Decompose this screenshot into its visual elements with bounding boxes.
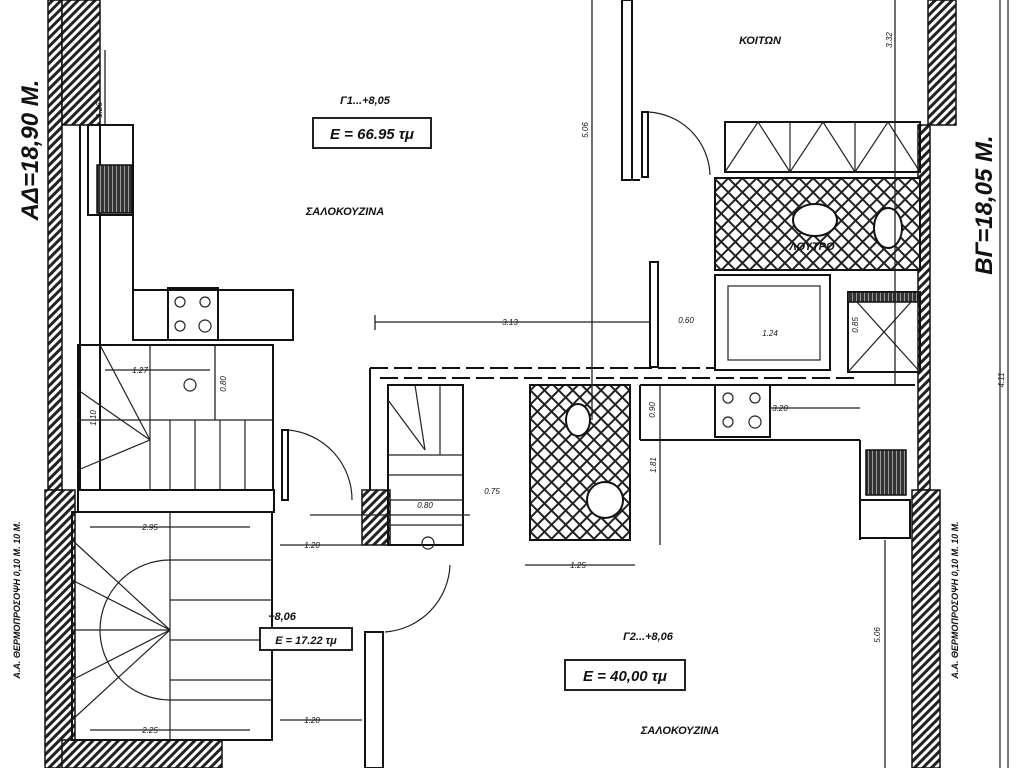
sink-icon <box>586 481 624 519</box>
side-length-right: ΒΓ=18,05 Μ. <box>971 135 998 274</box>
dimension-label: 2.25 <box>141 726 158 735</box>
dimension-label: 3.20 <box>772 404 788 413</box>
door-icon <box>384 564 451 633</box>
dimension-labels: 3.13 5.06 3.32 0.60 1.24 0.85 0.90 0.75 1.25 1.81… <box>89 32 1006 735</box>
toilet-icon <box>873 207 903 249</box>
fridge-icon <box>96 164 133 214</box>
hob-icon <box>167 287 219 341</box>
dimension-label: 0.85 <box>851 317 860 333</box>
room-name: ΣΑΛΟΚΟΥΖΙΝΑ <box>640 725 719 737</box>
dimension-label: 1.20 <box>304 716 320 725</box>
facade-note-right: Α.Α. ΘΕΡΜΟΠΡΟΣΟΨΗ 0,10 Μ. 10 Μ. <box>950 521 960 679</box>
dimension-label: 3.13 <box>502 318 518 327</box>
facade-note-left: Α.Α. ΘΕΡΜΟΠΡΟΣΟΨΗ 0,10 Μ. 10 Μ. <box>12 521 22 679</box>
dimension-label: 5.06 <box>581 122 590 138</box>
room-1-label: Γ1...+8,05 Ε = 66.95 τμ ΣΑΛΟΚΟΥΖΙΝΑ <box>305 95 432 218</box>
room-2-label: Γ2...+8,06 Ε = 40,00 τμ ΣΑΛΟΚΟΥΖΙΝΑ <box>564 631 719 737</box>
dimension-label: 0.80 <box>219 376 228 392</box>
dimension-label: 0.75 <box>484 487 500 496</box>
room-level: Γ1...+8,05 <box>340 95 391 107</box>
dimension-label: 1.26 <box>95 102 104 118</box>
fridge-icon <box>865 449 907 496</box>
room-level: Γ2...+8,06 <box>623 631 674 643</box>
bedroom-label: ΚΟΙΤΩΝ <box>739 35 782 47</box>
dimension-label: 1.25 <box>570 561 586 570</box>
dimension-label: 0.80 <box>417 501 433 510</box>
dimension-label: 1.20 <box>304 541 320 550</box>
dimension-label: 2.95 <box>141 523 158 532</box>
dimension-label: 0.60 <box>678 316 694 325</box>
bathroom-label: ΛΟΥΤΡΟ <box>788 241 835 253</box>
dimension-label: 3.32 <box>885 32 894 48</box>
dimension-label: 4.11 <box>997 373 1006 388</box>
dimension-label: 1.10 <box>89 410 98 426</box>
room-3-label: +8,06 Ε = 17.22 τμ <box>259 611 353 651</box>
sink-icon <box>792 203 838 237</box>
room-area: Ε = 17.22 τμ <box>275 635 337 647</box>
toilet-icon <box>565 403 591 437</box>
door-icon <box>641 111 711 178</box>
exterior-walls <box>44 0 1009 768</box>
wardrobe <box>724 120 921 174</box>
room-area: Ε = 40,00 τμ <box>583 668 667 685</box>
room-area: Ε = 66.95 τμ <box>330 126 414 143</box>
hob-icon <box>714 384 771 438</box>
room-name: ΣΑΛΟΚΟΥΖΙΝΑ <box>305 206 384 218</box>
dimension-label: 1.81 <box>649 457 658 473</box>
door-icon <box>281 429 353 501</box>
dimension-label: 1.27 <box>132 366 148 375</box>
dimension-label: 0.90 <box>648 402 657 418</box>
dimension-label: 1.24 <box>762 329 778 338</box>
shower-tray <box>727 285 821 361</box>
side-length-left: ΑΔ=18,90 Μ. <box>17 80 44 222</box>
room-level: +8,06 <box>268 611 297 623</box>
dimension-label: 5.06 <box>873 627 882 643</box>
interior-walls <box>71 0 921 768</box>
